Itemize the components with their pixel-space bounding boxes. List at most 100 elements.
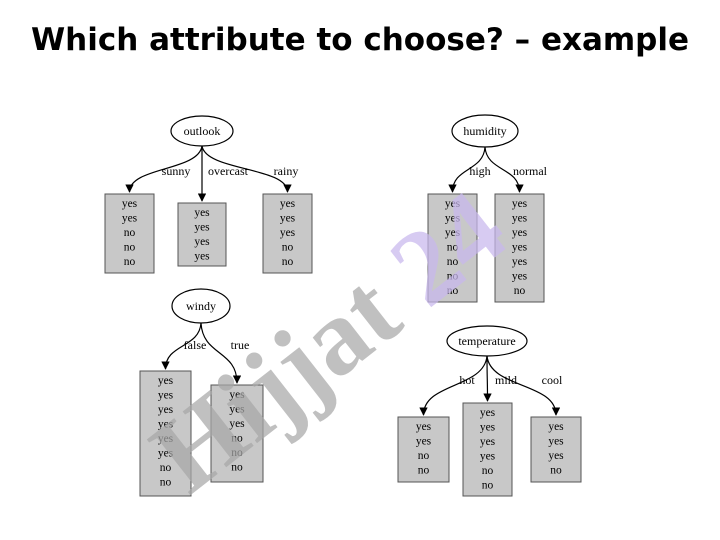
leaf-value: yes — [416, 436, 432, 448]
temperature-root-label: temperature — [458, 334, 515, 348]
leaf-value: no — [231, 462, 243, 474]
leaf-box — [530, 416, 582, 483]
temperature-leaf-hot: yes yes no no — [397, 416, 450, 483]
leaf-value: no — [124, 242, 136, 254]
leaf-box — [427, 193, 478, 303]
leaf-box — [462, 402, 513, 497]
leaf-value: yes — [158, 404, 174, 416]
leaf-value: no — [282, 242, 294, 254]
outlook-tree: sunny yes yes no no no overcast yes yes yes yes rai… — [104, 115, 313, 274]
leaf-value: yes — [280, 227, 296, 239]
leaf-box — [210, 384, 264, 483]
leaf-value: yes — [512, 227, 528, 239]
trees-layer: sunny yes yes no no no overcast yes yes yes yes rai… — [104, 114, 582, 497]
leaf-value: yes — [445, 198, 461, 210]
leaf-value: yes — [158, 433, 174, 445]
leaf-value: no — [231, 447, 243, 459]
leaf-value: yes — [512, 213, 528, 225]
humidity-tree: highyesyesyesnononononormalyesyesyesyesy… — [427, 114, 548, 303]
leaf-value: no — [418, 450, 430, 462]
leaf-value: no — [282, 256, 294, 268]
leaf-value: yes — [445, 213, 461, 225]
leaf-value: yes — [548, 436, 564, 448]
outlook-root-node — [170, 115, 234, 147]
leaf-value: yes — [122, 198, 138, 210]
leaf-value: no — [447, 271, 459, 283]
outlook-branch-label-sunny: sunny — [162, 164, 191, 178]
leaf-box — [397, 416, 450, 483]
leaf-value: yes — [512, 198, 528, 210]
leaf-value: no — [160, 477, 172, 489]
outlook-root-label: outlook — [184, 124, 221, 138]
outlook-branch-label-overcast: overcast — [208, 164, 249, 178]
leaf-value: yes — [280, 198, 296, 210]
leaf-value: yes — [480, 451, 496, 463]
temperature-edge-cool — [486, 355, 561, 416]
leaf-value: no — [514, 285, 526, 297]
windy-root-node — [171, 288, 231, 324]
leaf-value: no — [160, 462, 172, 474]
leaf-value: yes — [194, 222, 210, 234]
leaf-value: no — [447, 285, 459, 297]
leaf-value: no — [482, 465, 494, 477]
temperature-edge-mild — [483, 355, 492, 402]
temperature-tree: hot yes yes no no mild yes yes yes yes no no cool yes… — [397, 325, 582, 497]
leaf-box — [104, 193, 155, 274]
temperature-edge-hot — [419, 355, 488, 416]
leaf-value: yes — [194, 236, 210, 248]
leaf-value: yes — [158, 448, 174, 460]
leaf-value: yes — [416, 421, 432, 433]
leaf-box — [494, 193, 545, 303]
outlook-edge-sunny — [125, 145, 203, 193]
leaf-value: yes — [229, 418, 245, 430]
outlook-leaf-rainy: yes yes yes no no — [262, 193, 313, 274]
leaf-value: no — [550, 465, 562, 477]
leaf-value: no — [447, 242, 459, 254]
humidity-branch-label-high: high — [469, 164, 490, 178]
leaf-box — [262, 193, 313, 274]
leaf-box — [177, 202, 227, 267]
leaf-value: yes — [280, 213, 296, 225]
leaf-value: no — [447, 256, 459, 268]
leaf-value: yes — [480, 407, 496, 419]
temperature-root-node — [446, 325, 528, 357]
leaf-value: yes — [229, 404, 245, 416]
leaf-value: no — [482, 480, 494, 492]
humidity-root-label: humidity — [463, 124, 506, 138]
leaf-value: no — [418, 465, 430, 477]
temperature-branch-label-hot: hot — [459, 373, 475, 387]
leaf-value: no — [124, 256, 136, 268]
leaf-value: yes — [512, 271, 528, 283]
humidity-leaf-normal: yes yes yes yes yes yes no — [494, 193, 545, 303]
outlook-leaf-overcast: yes yes yes yes — [177, 202, 227, 267]
leaf-value: yes — [194, 251, 210, 263]
leaf-value: yes — [122, 213, 138, 225]
humidity-branch-label-normal: normal — [513, 164, 548, 178]
leaf-value: yes — [548, 421, 564, 433]
leaf-value: yes — [480, 436, 496, 448]
leaf-value: yes — [512, 256, 528, 268]
leaf-value: yes — [229, 389, 245, 401]
windy-tree: falseyesyesyesyesyesyesnonotrueyesyesyes… — [139, 288, 264, 497]
leaf-value: yes — [158, 419, 174, 431]
leaf-value: yes — [158, 390, 174, 402]
outlook-branch-label-rainy: rainy — [274, 164, 299, 178]
temperature-branch-label-mild: mild — [495, 373, 517, 387]
leaf-value: yes — [512, 242, 528, 254]
leaf-value: yes — [194, 207, 210, 219]
windy-edge-true — [200, 322, 242, 384]
humidity-root-node — [451, 114, 519, 148]
humidity-edge-high — [448, 146, 486, 193]
windy-branch-label-true: true — [231, 338, 250, 352]
windy-root-label: windy — [186, 299, 216, 313]
temperature-branch-label-cool: cool — [542, 373, 563, 387]
slide-title: Which attribute to choose? – example — [30, 22, 690, 58]
